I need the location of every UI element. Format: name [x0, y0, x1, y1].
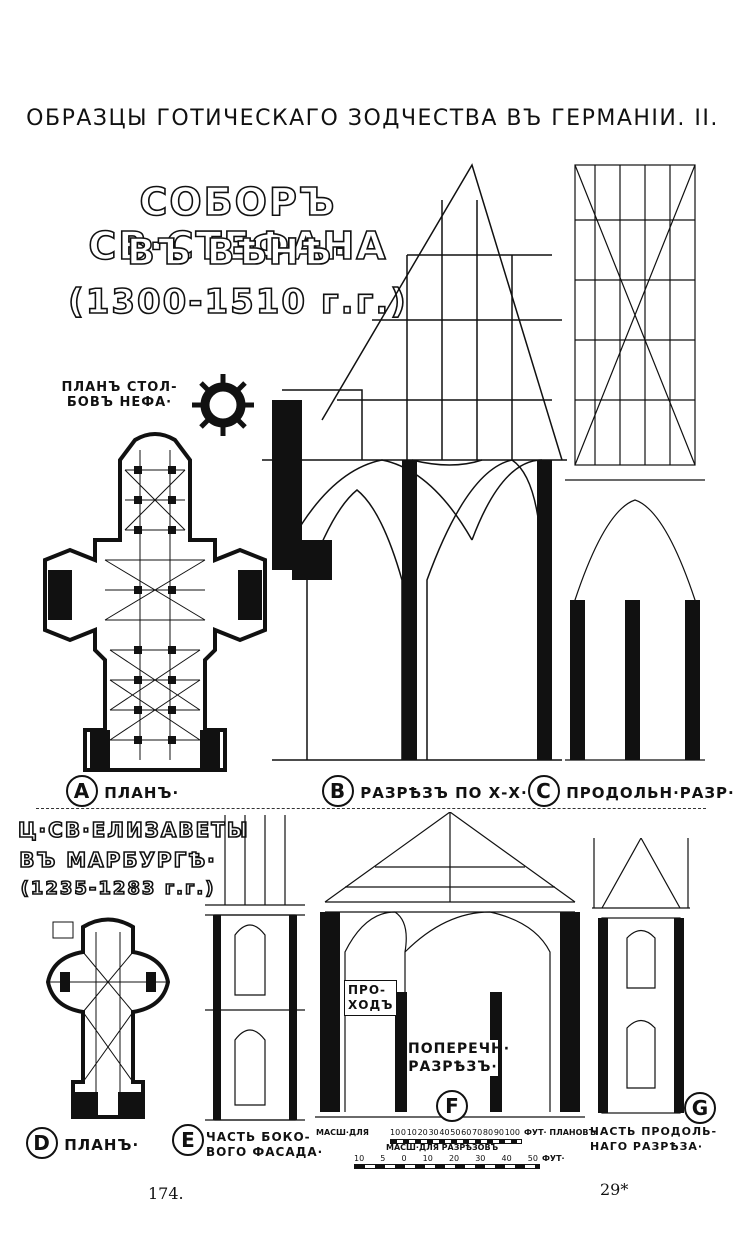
- scale-section-tick: 40: [501, 1154, 512, 1163]
- stephan-title-line2: ВЪ ВѢНѢ·: [126, 231, 349, 274]
- elisabeth-title-line1: Ц·СВ·ЕЛИЗАВЕТЫ: [17, 817, 250, 843]
- scale-sections-bar: [354, 1164, 540, 1169]
- label-a-text: ПЛАНЪ·: [104, 784, 180, 802]
- scale-plan-tick: 20: [417, 1128, 428, 1137]
- scale-plan-tick: 0: [400, 1128, 406, 1137]
- passage-label: ПРО- ХОДЪ: [344, 980, 398, 1016]
- label-c: C ПРОДОЛЬН·РАЗР·: [528, 775, 735, 807]
- label-e-text: ЧАСТЬ БОКО- ВОГО ФАСАДА·: [206, 1130, 323, 1160]
- section-g-drawing: [592, 838, 690, 1114]
- label-f-text: ПОПЕРЕЧН· РАЗРѢЗЪ·: [408, 1040, 511, 1076]
- scale-plans-ticks: 10 0 10 20 30 40 50 60 70 80 90 100: [390, 1128, 520, 1137]
- label-d: D ПЛАНЪ·: [26, 1127, 139, 1159]
- passage-label-line2: ХОДЪ: [348, 998, 394, 1012]
- label-c-letter: C: [528, 775, 560, 807]
- scale-sections-unit: ФУТ·: [542, 1154, 565, 1163]
- label-c-text: ПРОДОЛЬН·РАЗР·: [566, 784, 735, 802]
- label-f-letter: F: [436, 1090, 468, 1122]
- scale-plan-tick: 30: [428, 1128, 439, 1137]
- plan-a-drawing: [43, 432, 267, 772]
- page-number-left: 174.: [148, 1184, 184, 1203]
- scale-section-tick: 10: [422, 1154, 433, 1163]
- label-g-text: ЧАСТЬ ПРОДОЛЬ- НАГО РАЗРѢЗА·: [590, 1124, 717, 1154]
- label-e-text-line1: ЧАСТЬ БОКО-: [206, 1130, 311, 1144]
- label-d-text: ПЛАНЪ·: [64, 1136, 140, 1154]
- plan-d-drawing: [45, 917, 171, 1119]
- scale-section-tick: 50: [527, 1154, 538, 1163]
- scale-section-tick: 10: [354, 1154, 365, 1163]
- scale-plans-label-left: МАСШ·ДЛЯ: [316, 1128, 369, 1137]
- scale-plan-tick: 10: [406, 1128, 417, 1137]
- stephan-title-line3: (1300-1510 г.г.): [67, 281, 408, 323]
- label-e: E: [172, 1124, 204, 1156]
- elisabeth-title-line3: (1235-1283 г.г.): [20, 877, 216, 900]
- label-d-letter: D: [26, 1127, 58, 1159]
- section-c-drawing: [565, 164, 705, 761]
- label-f: F: [436, 1090, 468, 1122]
- pillar-plan-label: ПЛАНЪ СТОЛ- БОВЪ НЕФА·: [52, 380, 187, 410]
- stephan-title-line1: СОБОРЪ СВ·СТЕФАНА: [88, 179, 388, 269]
- scale-plan-tick: 80: [482, 1128, 494, 1137]
- section-b-drawing: [262, 163, 567, 761]
- scale-plan-tick: 90: [493, 1128, 504, 1137]
- label-g-letter: G: [684, 1092, 716, 1124]
- scale-plans-bar: [390, 1139, 522, 1144]
- scale-block: МАСШ·ДЛЯ 10 0 10 20 30 40 50 60 70 80 90…: [316, 1128, 596, 1169]
- label-e-letter: E: [172, 1124, 204, 1156]
- scale-section-tick: 0: [401, 1154, 407, 1163]
- label-a-letter: A: [66, 775, 98, 807]
- facade-e-drawing: [205, 815, 305, 1121]
- label-g: G: [684, 1092, 716, 1124]
- page-header: ОБРАЗЦЫ ГОТИЧЕСКАГО ЗОДЧЕСТВА ВЪ ГЕРМАНІ…: [26, 106, 719, 131]
- scale-plan-tick: 40: [439, 1128, 450, 1137]
- label-a: A ПЛАНЪ·: [66, 775, 179, 807]
- passage-label-line1: ПРО-: [348, 983, 387, 997]
- scale-section-tick: 20: [448, 1154, 460, 1163]
- pillar-plan-label-line1: ПЛАНЪ СТОЛ-: [61, 380, 178, 395]
- scale-plan-tick: 70: [472, 1128, 483, 1137]
- scale-plans-label-right: ФУТ· ПЛАНОВЪ: [524, 1128, 597, 1137]
- scale-plan-tick: 50: [450, 1128, 461, 1137]
- divider: [36, 808, 706, 810]
- scale-sections-label: МАСШ·ДЛЯ РАЗРѢЗОВЪ: [386, 1143, 499, 1152]
- label-e-text-line2: ВОГО ФАСАДА·: [206, 1145, 324, 1159]
- scale-section-tick: 30: [475, 1154, 486, 1163]
- scale-sections-ticks: 10 5 0 10 20 30 40 50: [354, 1154, 538, 1163]
- label-g-text-line1: ЧАСТЬ ПРОДОЛЬ-: [590, 1125, 718, 1138]
- pillar-plan-drawing: [192, 374, 254, 436]
- label-g-text-line2: НАГО РАЗРѢЗА·: [590, 1140, 704, 1153]
- label-b-letter: B: [322, 775, 354, 807]
- scale-plan-tick: 100: [504, 1128, 520, 1137]
- scale-plan-tick: 10: [390, 1128, 401, 1137]
- label-b: B РАЗРѢЗЪ ПО Х-Х·: [322, 775, 528, 807]
- pillar-plan-label-line2: БОВЪ НЕФА·: [66, 395, 173, 410]
- page-number-right: 29*: [600, 1180, 629, 1199]
- elisabeth-title-line2: ВЪ МАРБУРГѢ·: [18, 847, 217, 873]
- scale-plan-tick: 60: [461, 1128, 472, 1137]
- label-f-text-line2: РАЗРѢЗЪ·: [408, 1059, 498, 1075]
- label-f-text-line1: ПОПЕРЕЧН·: [408, 1041, 511, 1057]
- section-f-drawing: [315, 812, 585, 1118]
- label-b-text: РАЗРѢЗЪ ПО Х-Х·: [360, 784, 528, 802]
- scale-section-tick: 5: [380, 1154, 386, 1163]
